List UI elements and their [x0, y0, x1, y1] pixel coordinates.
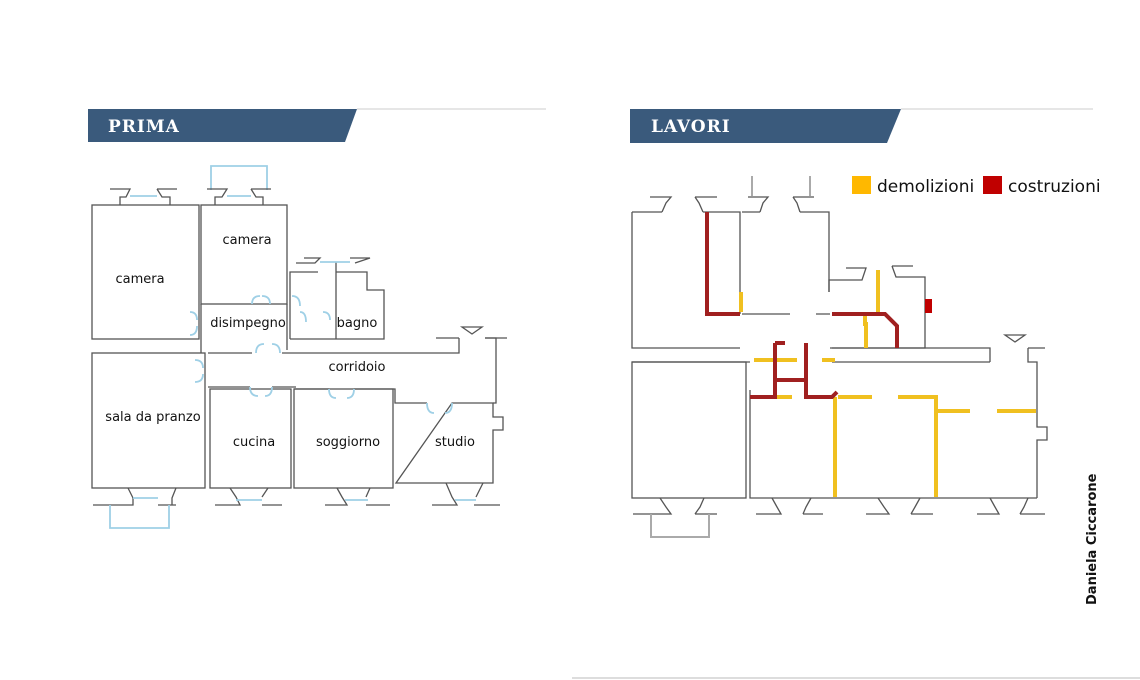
legend-swatch-demolizioni: [852, 176, 871, 194]
plan-before: camera camera disimpegno bagno corridoio…: [91, 165, 507, 529]
label-bagno: bagno: [337, 316, 378, 331]
room-bagno: [289, 262, 385, 340]
plan-works: [631, 176, 1048, 538]
lavori-title: LAVORI: [651, 117, 731, 137]
legend-label-demolizioni: demolizioni: [877, 177, 974, 197]
legend-label-costruzioni: costruzioni: [1008, 177, 1101, 197]
label-camera-1: camera: [115, 272, 164, 287]
label-disimpegno: disimpegno: [210, 316, 286, 331]
label-soggiorno: soggiorno: [316, 435, 380, 450]
room-camera-2: [200, 204, 288, 305]
legend-swatch-costruzioni: [983, 176, 1002, 194]
label-studio: studio: [435, 435, 475, 450]
lavori-header: LAVORI: [630, 108, 1093, 143]
room-sala-da-pranzo: [91, 352, 206, 489]
prima-header: PRIMA: [88, 108, 546, 142]
room-studio: [394, 402, 504, 484]
prima-title: PRIMA: [108, 117, 180, 137]
room-camera-1: [91, 204, 200, 340]
label-cucina: cucina: [233, 435, 275, 450]
label-camera-2: camera: [222, 233, 271, 248]
room-soggiorno: [293, 388, 394, 489]
credit: Daniela Ciccarone: [1085, 473, 1100, 605]
legend: demolizioni costruzioni: [852, 176, 1101, 197]
label-sala-da-pranzo: sala da pranzo: [105, 410, 200, 425]
label-corridoio: corridoio: [329, 360, 386, 375]
